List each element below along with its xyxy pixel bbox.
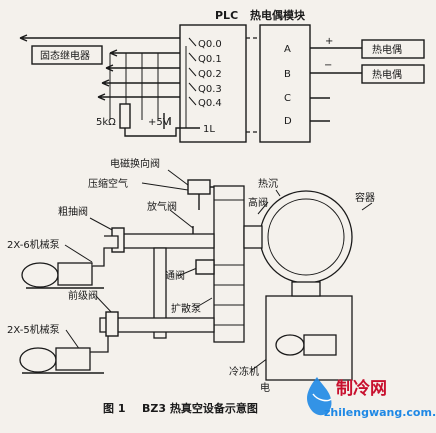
label-diffusion-pump: 扩散泵 <box>171 302 201 315</box>
diffusion-pump-rings <box>214 199 244 326</box>
solid-state-relay-box <box>31 45 103 65</box>
plc-output-q02: Q0.2 <box>198 69 222 80</box>
refrigerator-neck <box>291 281 321 297</box>
pump-2x5-body <box>55 347 91 371</box>
solenoid-valve <box>187 179 211 195</box>
pump-2x5 <box>19 336 109 374</box>
caption-text: BZ3 热真空设备示意图 <box>142 401 258 415</box>
pump-2x5-motor <box>19 347 57 373</box>
label-vent-valve: 放气阀 <box>147 200 177 213</box>
arrow-q00 <box>19 34 180 42</box>
minus-sign: − <box>324 60 332 71</box>
pump-2x6-motor <box>21 262 59 288</box>
arrow-q01 <box>109 49 180 57</box>
refrigerator-motor <box>275 334 305 356</box>
pump-2x6-outlet <box>92 235 119 267</box>
module-input-a: A <box>284 44 291 55</box>
relay-label: 固态继电器 <box>40 49 90 62</box>
thermocouple-box-1 <box>361 39 425 59</box>
plc-box <box>179 24 247 143</box>
watermark-url: zhilengwang.com.cn <box>324 406 436 419</box>
plc-output-q03: Q0.3 <box>198 84 222 95</box>
label-pump-2x5: 2X-5机械泵 <box>7 323 60 336</box>
front-valve <box>105 311 119 337</box>
label-partial: 电 <box>260 381 270 394</box>
module-input-b: B <box>284 69 291 80</box>
mutual-valve <box>195 259 215 275</box>
resistor-5k <box>119 103 131 129</box>
battery-loop <box>124 127 200 137</box>
watermark-logo: 制冷网 zhilengwang.com.cn <box>307 377 436 419</box>
module-title: 热电偶模块 <box>250 8 306 22</box>
resistor-label: 5kΩ <box>96 117 116 128</box>
arrow-q02 <box>105 64 180 72</box>
high-valve-body <box>243 225 263 249</box>
watermark-name: 制冷网 <box>336 378 387 399</box>
circuit-diagram: PLC 热电偶模块 Q0.0 Q0.1 Q0.2 Q0.3 Q0.4 1L A … <box>19 8 425 143</box>
caption-figure-number: 图 1 <box>103 402 125 415</box>
arrow-q03 <box>101 79 180 87</box>
module-input-d: D <box>284 116 292 127</box>
front-line-pipe <box>99 317 215 333</box>
label-front-valve: 前级阀 <box>68 289 98 302</box>
plc-output-q01: Q0.1 <box>198 54 222 65</box>
thermocouple-wires <box>310 47 362 122</box>
pump-2x5-outlet <box>90 336 109 353</box>
heat-sink-shroud <box>267 198 345 276</box>
plc-output-q04: Q0.4 <box>198 98 222 109</box>
diffusion-pump-column <box>213 185 245 343</box>
thermocouple-label-1: 热电偶 <box>372 43 402 56</box>
label-solenoid-valve: 电磁换向阀 <box>110 157 160 170</box>
pump-2x6 <box>21 235 119 289</box>
output-arrows <box>19 34 180 120</box>
plc-common-1l: 1L <box>203 124 215 135</box>
vacuum-equipment-diagram: 电磁换向阀 压缩空气 放气阀 热沉 高阀 容器 粗抽阀 2X-6机械泵 互通阀 … <box>7 157 375 394</box>
label-refrigerator: 冷冻机 <box>229 365 259 378</box>
plus-sign: + <box>325 36 333 47</box>
plc-contacts <box>188 37 197 106</box>
label-pump-2x6: 2X-6机械泵 <box>7 238 60 251</box>
container-vessel <box>259 190 353 284</box>
label-high-valve: 高阀 <box>248 196 268 209</box>
voltage-label: +5V <box>148 117 170 128</box>
plc-title: PLC <box>215 9 238 22</box>
figure-caption: 图 1 BZ3 热真空设备示意图 <box>103 401 258 415</box>
leader-lines <box>64 169 373 371</box>
rough-line-pipe <box>117 233 215 249</box>
label-rough-valve: 粗抽阀 <box>58 205 88 218</box>
refrigerator-compressor <box>303 334 337 356</box>
label-compressed-air: 压缩空气 <box>88 177 128 190</box>
droplet-highlight <box>312 393 332 402</box>
thermocouple-module-box <box>259 24 311 143</box>
module-input-c: C <box>284 93 291 104</box>
label-container: 容器 <box>355 191 375 204</box>
plc-output-q00: Q0.0 <box>198 39 222 50</box>
pump-2x6-body <box>57 262 93 286</box>
arrow-q04 <box>97 93 180 101</box>
label-heat-sink: 热沉 <box>258 177 278 190</box>
battery-icon <box>163 113 171 129</box>
thermocouple-label-2: 热电偶 <box>372 68 402 81</box>
mutual-line-pipe <box>153 247 167 339</box>
droplet-icon <box>307 377 332 416</box>
thermocouple-box-2 <box>361 64 425 84</box>
vertical-taps <box>109 53 159 120</box>
